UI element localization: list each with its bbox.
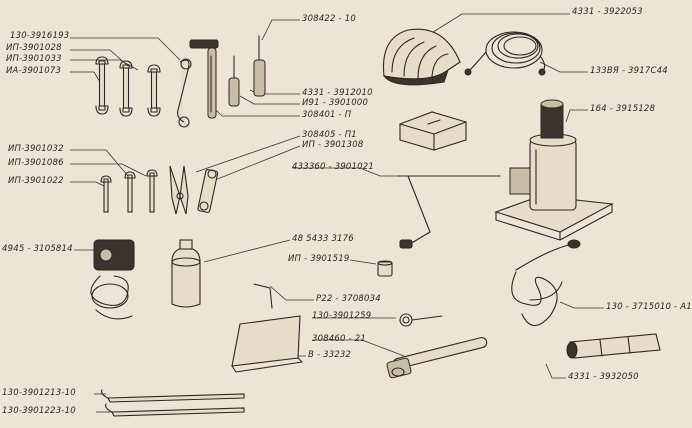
part-label-308405: 308405 - П1 xyxy=(302,130,357,140)
oil-can xyxy=(171,239,201,308)
part-label-3922053: 4331 - 3922053 xyxy=(572,7,643,17)
open-end-wrenches-middle xyxy=(100,169,158,213)
part-label-3932050: 4331 - 3932050 xyxy=(568,372,639,382)
part-label-3901033: ИП-3901033 xyxy=(6,54,62,64)
pliers xyxy=(169,165,189,215)
hex-key xyxy=(253,283,273,309)
wheel-nut-wrench xyxy=(386,337,488,379)
box-spanner xyxy=(197,169,219,213)
tow-rope xyxy=(511,239,581,327)
part-label-130-3916193: 130-3916193 xyxy=(10,31,70,41)
part-label-3915128: 164 - 3915128 xyxy=(590,104,656,114)
part-label-33232: В - 33232 xyxy=(308,350,352,360)
hammer xyxy=(189,39,219,119)
part-label-3912010: 4331 - 3912010 xyxy=(302,88,373,98)
part-label-3105814: 4945 - 3105814 xyxy=(2,244,73,254)
small-tool-case xyxy=(399,111,467,151)
inspection-lamp xyxy=(90,239,135,320)
part-label-3901032: ИП-3901032 xyxy=(8,144,64,154)
part-label-308401: 308401 - П xyxy=(302,110,352,120)
socket-head xyxy=(377,260,393,277)
part-label-3176: 48 5433 3176 xyxy=(292,234,354,244)
hydraulic-jack xyxy=(494,99,614,241)
part-label-3901028: ИП-3901028 xyxy=(6,43,62,53)
rolled-tool-pouch xyxy=(566,333,661,359)
part-label-3917044: 133ВЯ - 3917С44 xyxy=(590,66,668,76)
tire-inflation-hose xyxy=(464,31,546,76)
part-label-3901213: 130-3901213-10 xyxy=(2,388,76,398)
screwdrivers xyxy=(228,35,266,107)
part-label-3901308: ИП - 3901308 xyxy=(302,140,364,150)
part-label-3901021: 433360 - 3901021 xyxy=(292,162,374,172)
part-label-308422: 308422 - 10 xyxy=(302,14,356,24)
part-label-3901223: 130-3901223-10 xyxy=(2,406,76,416)
open-end-wrenches-top xyxy=(95,56,192,128)
part-label-3901259: 130-3901259 xyxy=(312,311,372,321)
part-label-3901000: И91 - 3901000 xyxy=(302,98,369,108)
part-label-3715010: 130 - 3715010 - А1 xyxy=(606,302,692,312)
part-label-3708034: Р22 - 3708034 xyxy=(316,294,381,304)
tire-levers xyxy=(101,389,245,417)
part-label-3901073: ИА-3901073 xyxy=(6,66,62,76)
eye-bolt-lever xyxy=(399,313,443,327)
part-label-3901086: ИП-3901086 xyxy=(8,158,64,168)
part-label-308460: 308460 - 21 xyxy=(312,334,366,344)
tool-bag xyxy=(382,28,461,86)
part-label-3901519: ИП - 3901519 xyxy=(288,254,350,264)
leader-lines xyxy=(70,13,604,413)
crank-handle xyxy=(397,175,501,249)
instruction-booklet xyxy=(231,315,303,373)
part-label-3901022: ИП-3901022 xyxy=(8,176,64,186)
